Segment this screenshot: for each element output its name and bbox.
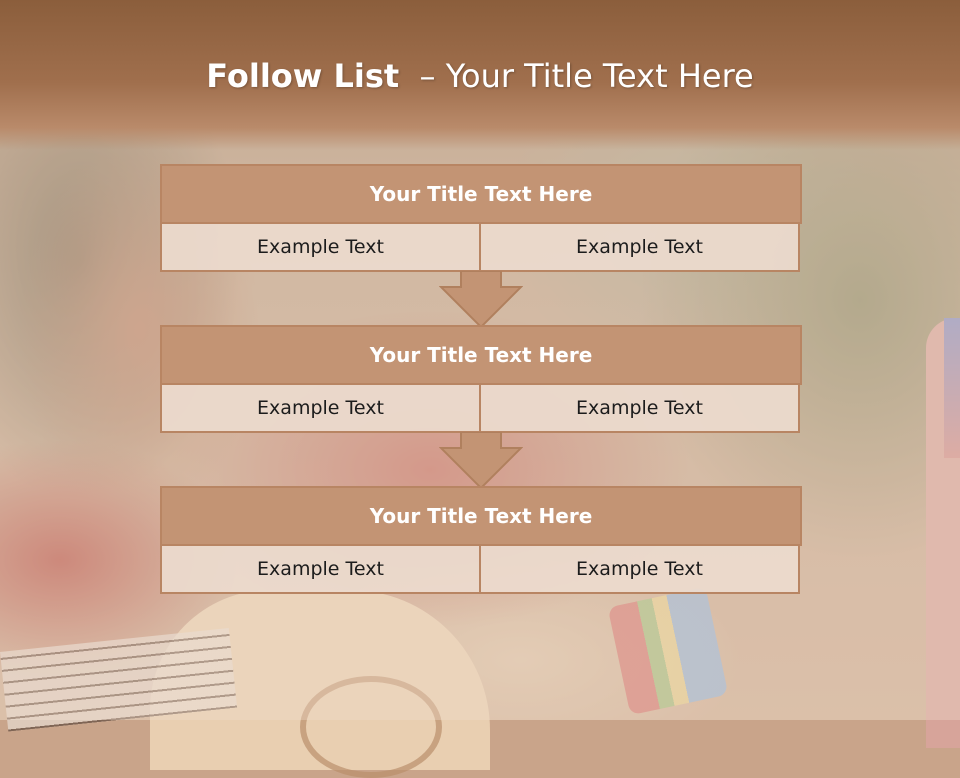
down-arrow-icon	[439, 271, 523, 329]
block-cell-right: Example Text	[479, 383, 800, 433]
slide-title: Follow List – Your Title Text Here	[0, 56, 960, 96]
title-band	[0, 0, 960, 150]
slide-title-rest: – Your Title Text Here	[419, 57, 754, 95]
block-cell-left: Example Text	[160, 222, 481, 272]
background-sleeve	[944, 318, 960, 458]
block-cell-right: Example Text	[479, 222, 800, 272]
block-title: Your Title Text Here	[160, 164, 802, 224]
block-cell-left: Example Text	[160, 383, 481, 433]
down-arrow-icon	[439, 432, 523, 490]
slide-title-bold: Follow List	[206, 57, 400, 95]
block-cell-left: Example Text	[160, 544, 481, 594]
block-title: Your Title Text Here	[160, 486, 802, 546]
block-title: Your Title Text Here	[160, 325, 802, 385]
block-cell-right: Example Text	[479, 544, 800, 594]
